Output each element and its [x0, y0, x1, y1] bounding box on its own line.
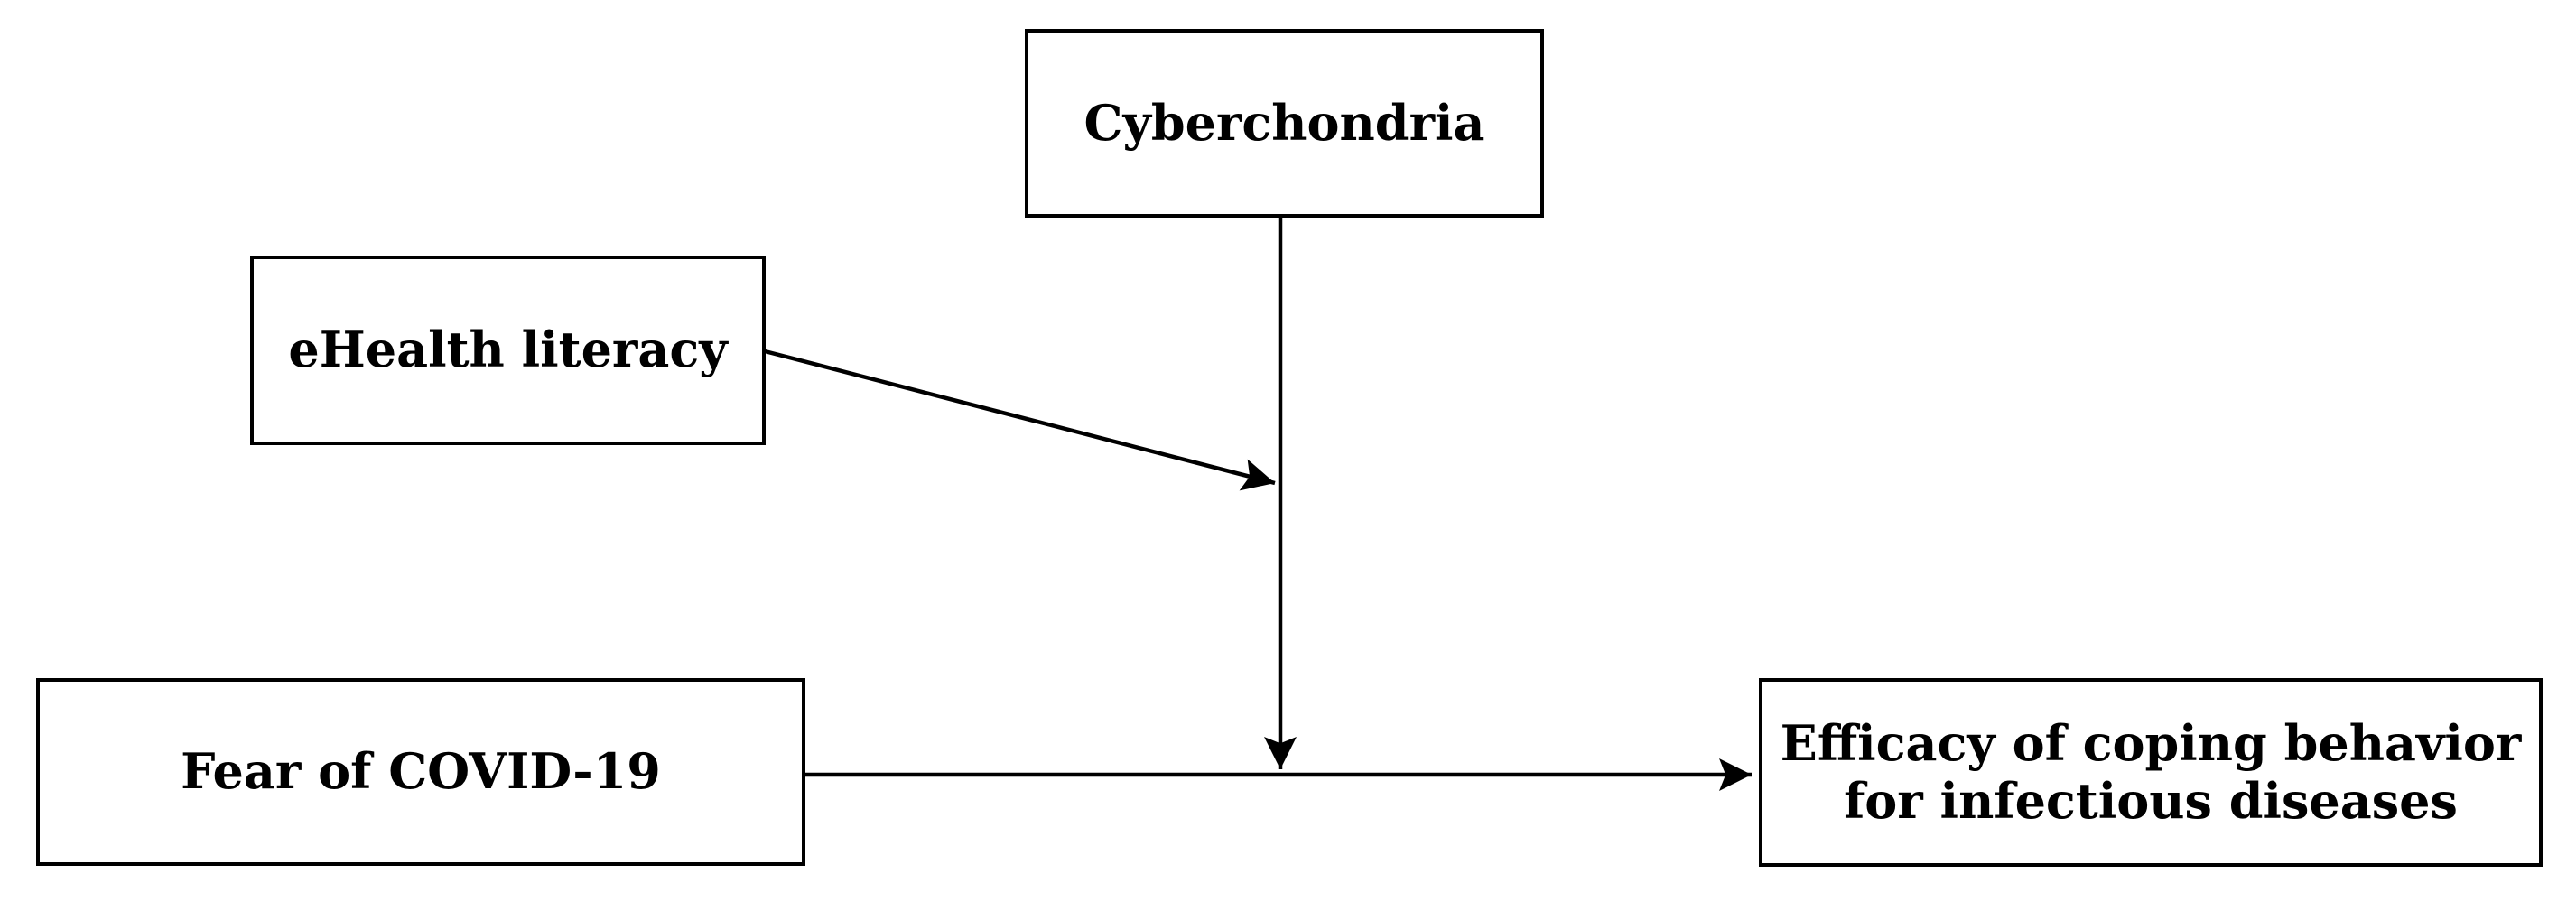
- node-fear-of-covid19-label: Fear of COVID-19: [181, 742, 661, 801]
- node-coping-efficacy-label: Efficacy of coping behavior for infectio…: [1780, 713, 2522, 830]
- node-cyberchondria-label: Cyberchondria: [1083, 93, 1485, 152]
- node-coping-efficacy: Efficacy of coping behavior for infectio…: [1759, 678, 2543, 867]
- edge-ehealth-moderation-arrow: [764, 349, 1276, 491]
- node-ehealth-literacy: eHealth literacy: [250, 256, 766, 445]
- node-cyberchondria: Cyberchondria: [1025, 29, 1544, 218]
- node-ehealth-literacy-label: eHealth literacy: [288, 321, 728, 379]
- node-fear-of-covid19: Fear of COVID-19: [36, 678, 805, 866]
